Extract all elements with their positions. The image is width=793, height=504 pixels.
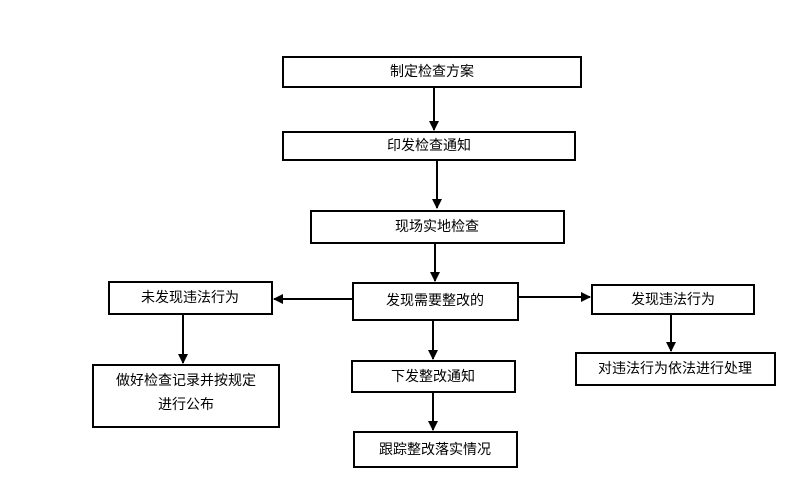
node-onsite-inspection: 现场实地检查 bbox=[310, 210, 565, 244]
node-no-violation: 未发现违法行为 bbox=[108, 281, 273, 315]
node-label: 发现违法行为 bbox=[631, 292, 715, 308]
node-label-line-1: 做好检查记录并按规定 bbox=[116, 373, 256, 389]
node-handle-violation: 对违法行为依法进行处理 bbox=[575, 352, 776, 386]
node-label: 印发检查通知 bbox=[387, 137, 471, 154]
node-violation-found: 发现违法行为 bbox=[591, 284, 755, 315]
node-need-rectify: 发现需要整改的 bbox=[352, 282, 519, 321]
node-label: 制定检查方案 bbox=[390, 63, 474, 80]
node-label: 对违法行为依法进行处理 bbox=[598, 361, 752, 377]
node-label: 未发现违法行为 bbox=[141, 290, 239, 306]
node-make-plan: 制定检查方案 bbox=[282, 56, 582, 88]
node-label: 下发整改通知 bbox=[391, 368, 475, 385]
node-issue-notice: 印发检查通知 bbox=[282, 131, 576, 161]
node-label: 跟踪整改落实情况 bbox=[379, 442, 491, 458]
node-label-line-2: 进行公布 bbox=[158, 397, 214, 413]
node-issue-rectify-notice: 下发整改通知 bbox=[351, 360, 516, 393]
node-label: 现场实地检查 bbox=[395, 219, 479, 235]
node-record-publish: 做好检查记录并按规定 进行公布 bbox=[92, 364, 280, 428]
node-track-rectify: 跟踪整改落实情况 bbox=[353, 431, 518, 468]
node-label: 发现需要整改的 bbox=[386, 293, 484, 309]
